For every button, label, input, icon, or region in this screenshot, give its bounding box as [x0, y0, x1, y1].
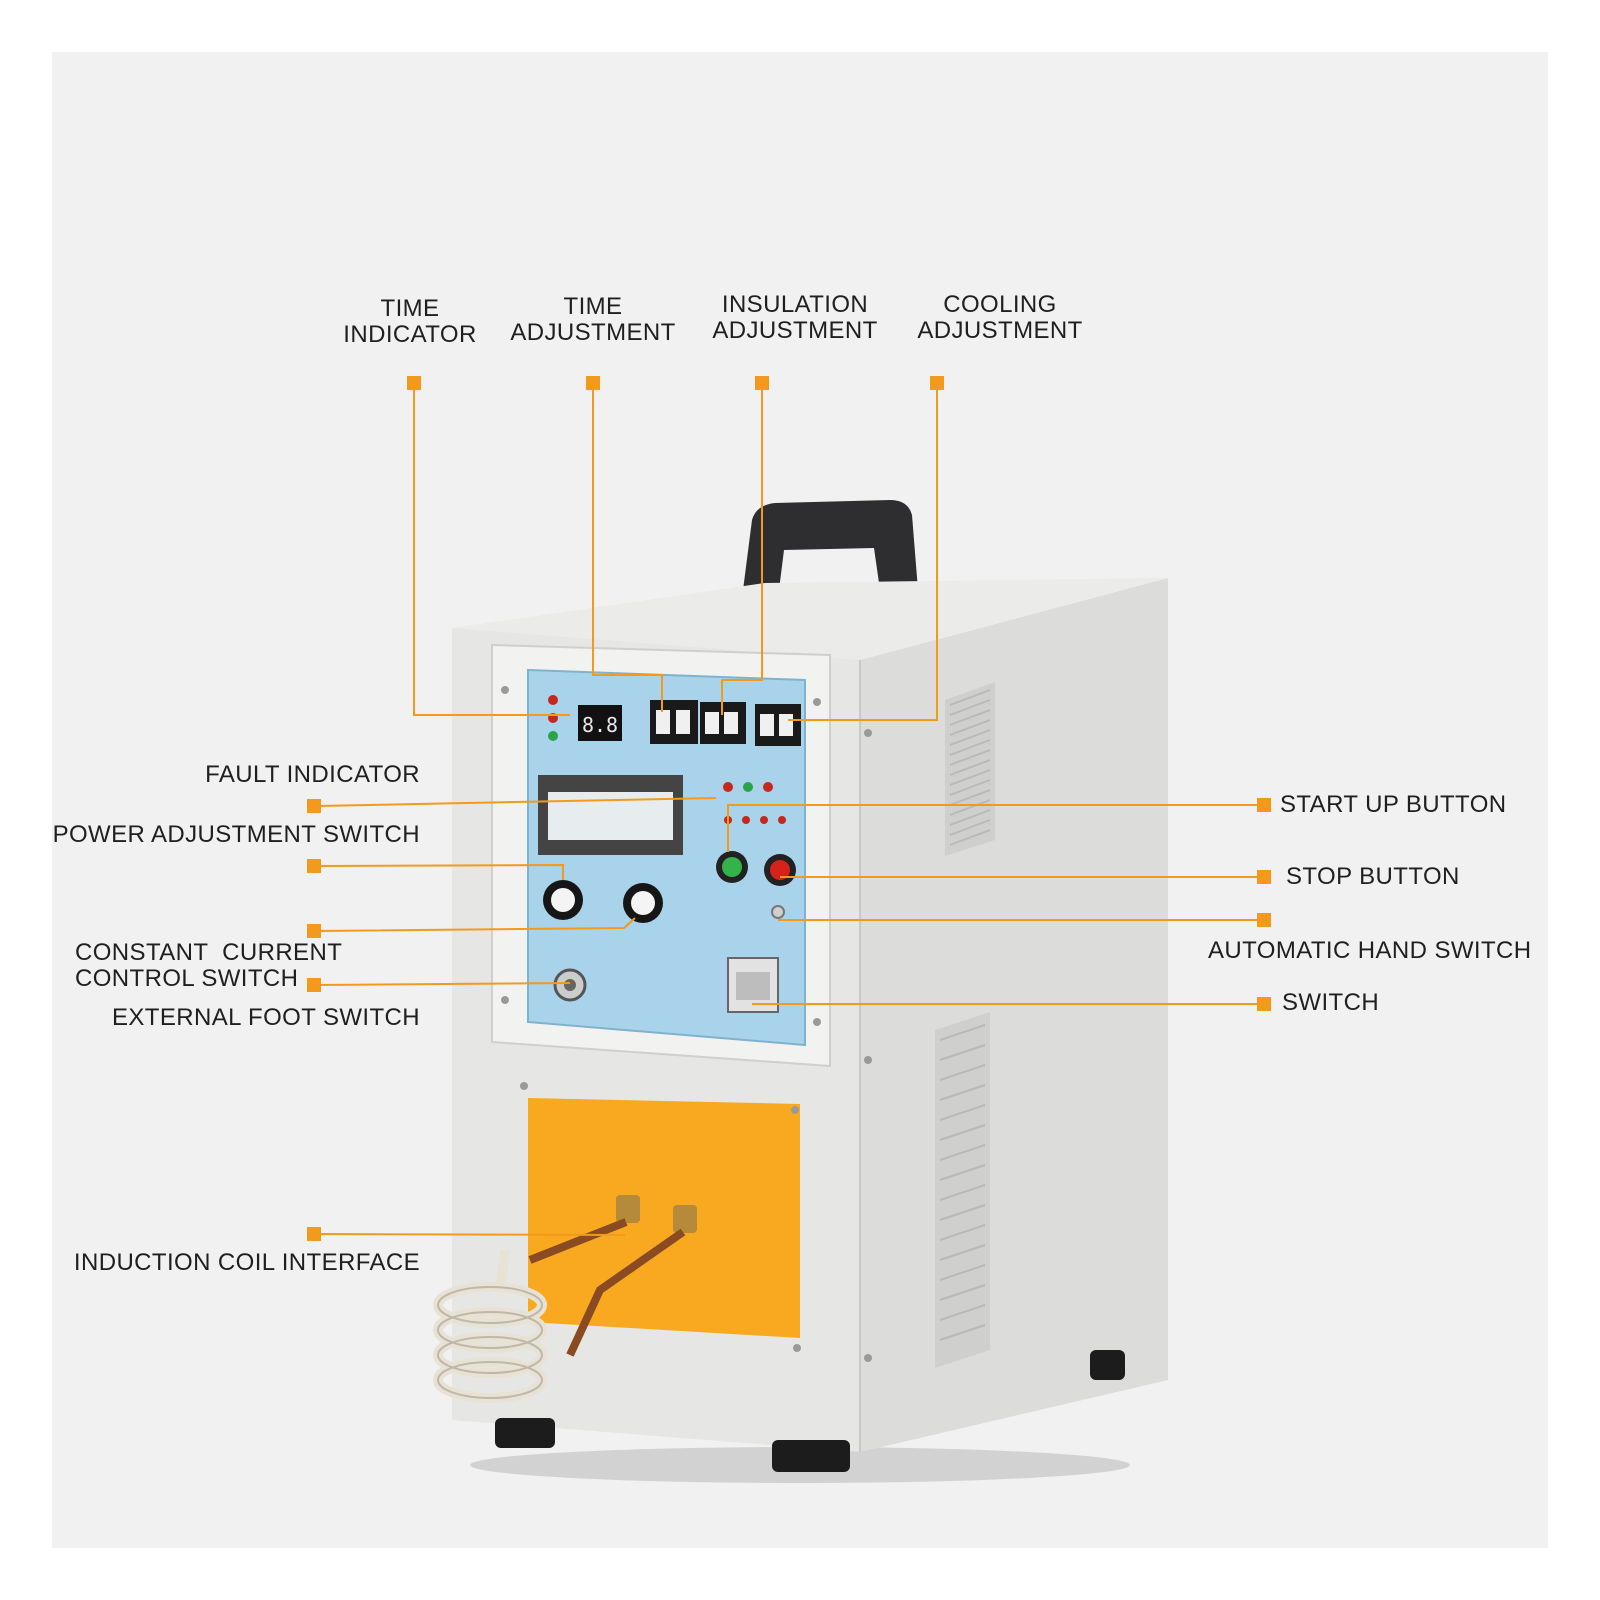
coil-panel: [528, 1098, 800, 1338]
callout-line-cooling-adjustment: [788, 383, 938, 721]
marker-start-up-button: [1257, 798, 1271, 812]
coil-connector: [616, 1195, 640, 1223]
label-automatic-hand-switch: AUTOMATIC HAND SWITCH: [1208, 937, 1532, 964]
label-stop-button: STOP BUTTON: [1286, 863, 1460, 890]
control-panel: [527, 668, 806, 1047]
callout-line-constant-current: [316, 917, 636, 932]
callout-markers: [307, 376, 1271, 1241]
indicator-led: [548, 695, 558, 705]
callout-line-induction-coil: [316, 1233, 626, 1236]
marker-induction-coil: [307, 1227, 321, 1241]
callout-lines: [316, 383, 1264, 1236]
callout-line-fault-indicator: [316, 797, 717, 807]
foot: [1090, 1350, 1125, 1380]
marker-fault-indicator: [307, 799, 321, 813]
cabinet-top: [452, 578, 1168, 660]
marker-stop-button: [1257, 870, 1271, 884]
marker-constant-current: [307, 924, 321, 938]
marker-cooling-adjustment: [930, 376, 944, 390]
marker-switch: [1257, 997, 1271, 1011]
marker-power-adjustment: [307, 859, 321, 873]
callout-line-start-up-button: [727, 804, 1264, 852]
callout-line-time-indicator: [413, 383, 570, 716]
callout-line-insulation-adjustment: [721, 383, 763, 715]
carry-handle: [742, 500, 918, 598]
label-switch: SWITCH: [1282, 989, 1380, 1016]
label-induction-coil-interface: INDUCTION COIL INTERFACE: [73, 1249, 420, 1276]
foot: [495, 1418, 555, 1448]
side-vent-lower: [935, 1012, 990, 1368]
callout-line-time-adjustment: [592, 383, 663, 712]
foot: [772, 1440, 850, 1472]
coil-connector: [673, 1205, 697, 1233]
indicator-led: [548, 731, 558, 741]
marker-time-indicator: [407, 376, 421, 390]
callout-line-power-adjustment: [316, 863, 564, 880]
time-display: [578, 705, 622, 741]
label-power-adjustment-switch: POWER ADJUSTMENT SWITCH: [52, 821, 420, 848]
label-fault-indicator: FAULT INDICATOR: [205, 761, 420, 788]
marker-time-adjustment: [586, 376, 600, 390]
cabinet-side: [860, 578, 1168, 1452]
marker-external-foot-switch: [307, 978, 321, 992]
automatic-hand-switch: [771, 905, 785, 919]
label-external-foot-switch: EXTERNAL FOOT SWITCH: [111, 1004, 420, 1031]
label-start-up-button: START UP BUTTON: [1280, 791, 1507, 818]
marker-automatic-hand-switch: [1257, 913, 1271, 927]
marker-insulation-adjustment: [755, 376, 769, 390]
time-display-readout: 8.8: [582, 713, 618, 737]
callout-line-external-foot-switch: [316, 982, 571, 986]
